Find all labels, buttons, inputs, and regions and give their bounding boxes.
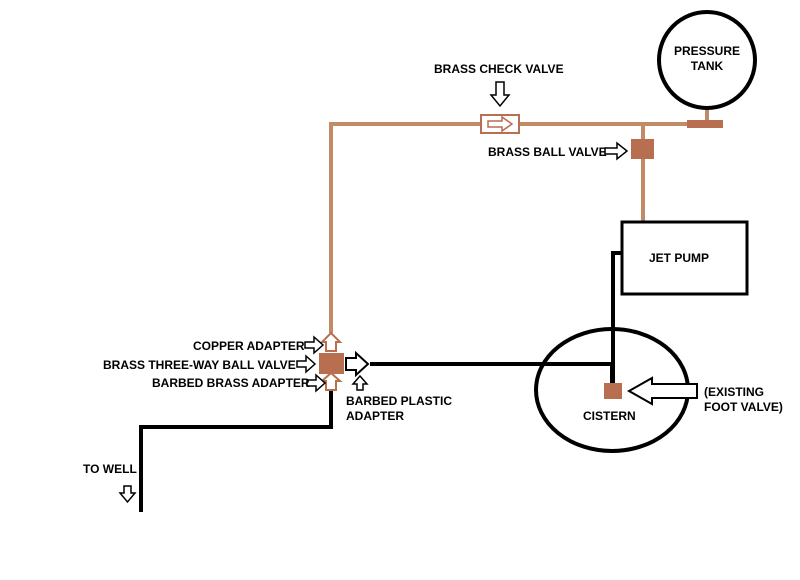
check-valve-arrow-icon [487,115,514,133]
three-way-valve-label: BRASS THREE-WAY BALL VALVE [103,358,296,372]
foot-valve-label: (EXISTING FOOT VALVE) [704,385,783,415]
pressure-tank-label-line-2: TANK [690,59,724,73]
pressure-tank-label-line-1: PRESSURE [673,44,741,58]
foot-valve [604,383,622,399]
foot-valve-label-line-2: FOOT VALVE) [704,400,783,414]
plastic-adapter-fitting [345,350,370,378]
check-valve-label: BRASS CHECK VALVE [434,62,564,76]
barbed-brass-adapter-fitting [319,371,343,391]
ball-valve [631,139,654,159]
plastic-pipe-pump-suction [611,251,622,384]
pressure-tank [657,10,757,110]
ball-valve-label: BRASS BALL VALVE [488,145,607,159]
jet-pump-box [620,220,749,296]
copper-adapter-label: COPPER ADAPTER [193,339,305,353]
plastic-pipe-to-well [139,390,333,512]
barbed-plastic-adapter-label-line-1: BARBED PLASTIC [346,394,453,408]
copper-adapter-pointer-icon [304,335,325,355]
copper-adapter-fitting [319,331,343,352]
three-way-valve-pointer-icon [296,354,317,374]
barbed-plastic-adapter-label-line-2: ADAPTER [346,409,405,423]
barbed-brass-adapter-pointer-icon [306,373,327,393]
to-well-label: TO WELL [83,462,137,476]
jet-pump-label: JET PUMP [649,251,710,265]
pressure-tank-label: PRESSURE TANK [661,44,753,74]
three-way-valve [319,353,344,374]
pointer-arrows [118,81,698,504]
check-valve-pointer-icon [489,81,511,108]
foot-valve-label-line-1: (EXISTING [704,385,765,399]
tank-connector [687,120,723,128]
plastic-pipe-to-cistern [370,362,614,385]
barbed-brass-adapter-label: BARBED BRASS ADAPTER [152,376,310,390]
to-well-pointer-icon [118,485,137,504]
cistern-label: CISTERN [583,409,636,423]
barbed-plastic-adapter-pointer-icon [351,374,369,391]
foot-valve-pointer-icon [626,376,698,406]
ball-valve-pointer-icon [604,141,629,161]
barbed-plastic-adapter-label: BARBED PLASTIC ADAPTER [346,394,452,424]
plastic-pipes [139,251,622,512]
